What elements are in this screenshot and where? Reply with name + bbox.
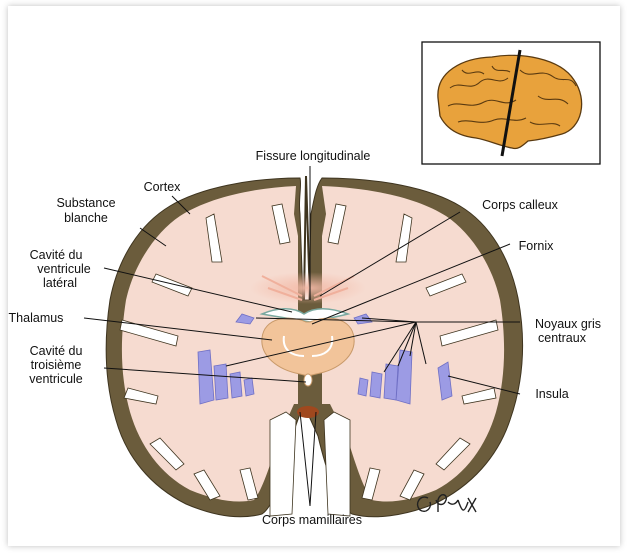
third-ventricle (304, 374, 312, 386)
label-cavite-vl-line3: latéral (43, 276, 77, 290)
label-thalamus: Thalamus (9, 311, 64, 325)
label-corps-calleux: Corps calleux (482, 198, 558, 212)
label-fissure-longitudinale: Fissure longitudinale (256, 149, 371, 163)
label-cavite-v3-line2: troisième (31, 358, 82, 372)
coronal-section (106, 176, 523, 517)
label-substance-line1: Substance (56, 196, 115, 210)
inset-lateral-brain (422, 42, 600, 164)
label-noyaux-line2: centraux (538, 331, 587, 345)
label-cavite-v3-line1: Cavité du (30, 344, 83, 358)
label-insula: Insula (535, 387, 568, 401)
label-noyaux-line1: Noyaux gris (535, 317, 601, 331)
label-cavite-vl-line1: Cavité du (30, 248, 83, 262)
label-substance-line2: blanche (64, 211, 108, 225)
label-cavite-v3-line3: ventricule (29, 372, 83, 386)
label-cortex: Cortex (144, 180, 182, 194)
label-corps-mamillaires: Corps mamillaires (262, 513, 362, 527)
label-fornix: Fornix (519, 239, 554, 253)
corpus-callosum (250, 272, 366, 304)
label-cavite-vl-line2: ventricule (37, 262, 91, 276)
